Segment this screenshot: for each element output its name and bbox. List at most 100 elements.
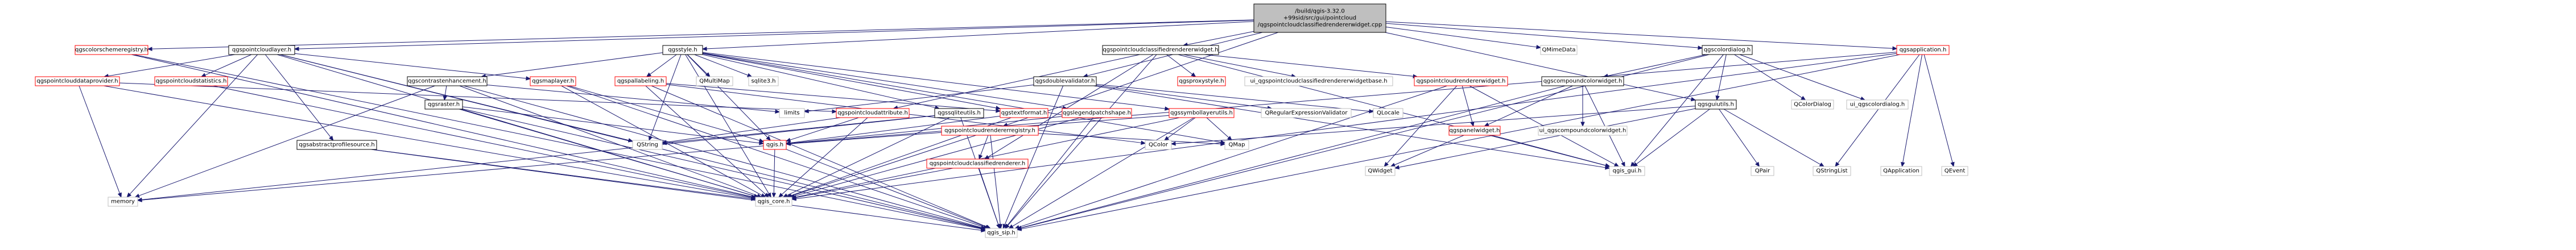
edge-qgspointcloudclassifiedrenderer-to-qgis_sip [979,168,1001,230]
node-label: qgssymbollayerutils.h [1170,110,1233,116]
node-box [1414,76,1508,86]
node-qapplication: QApplication [1880,166,1922,176]
node-qgsapplication[interactable]: qgsapplication.h [1896,45,1950,55]
node-label: ui_qgscompoundcolorwidget.h [1539,128,1626,134]
node-label: memory [111,199,135,205]
node-qgscolorschemeregistry[interactable]: qgscolorschemeregistry.h [75,45,148,55]
node-label: qgscolorschemeregistry.h [75,47,148,53]
edge-qgscolordialog-to-qgsguiutils [1715,54,1727,101]
node-box [1244,76,1393,86]
node-qgsdoublevalidator[interactable]: qgsdoublevalidator.h [1033,76,1097,86]
node-qcolor: QColor [1145,140,1172,150]
edge-qgsguiutils-to-qgis_gui [1632,109,1710,167]
node-qgspointcloudclassifiedrenderer[interactable]: qgspointcloudclassifiedrenderer.h [926,159,1029,169]
node-box [779,108,805,118]
node-label: QEvent [1945,168,1966,174]
edge-qgssymbollayerutils-to-qgis_sip [1008,117,1194,229]
node-label: QWidget [1368,168,1392,174]
node-box [662,45,703,55]
dependency-nodes: /build/qgis-3.32.0+99sid/src/gui/pointcl… [35,3,1968,238]
node-box [75,45,148,55]
node-qgis[interactable]: qgis.h [763,140,787,150]
node-box [424,99,463,110]
node-label: QColor [1149,142,1169,148]
node-box [1702,45,1753,55]
node-box [632,140,663,150]
node-qcolordialog: QColorDialog [1791,99,1834,110]
edge-qgspointcloudattribute-to-qgis_core [778,117,868,198]
node-box [1448,126,1501,136]
node-box [926,159,1029,169]
node-qgsraster[interactable]: qgsraster.h [424,99,463,110]
node-qgspointcloudattribute[interactable]: qgspointcloudattribute.h [836,108,910,118]
node-qgsguiutils[interactable]: qgsguiutils.h [1695,99,1737,110]
node-label: qgis.h [766,142,783,148]
edge-qgsstyle-to-qgssymbollayerutils [702,52,1170,111]
node-box [1941,166,1968,176]
node-label: qgsguiutils.h [1698,102,1734,108]
edge-qgscontrastenhancement-to-memory [134,85,435,198]
edge-qgscolordialog-to-qcolordialog [1734,54,1806,101]
node-qgspointcloudlayer[interactable]: qgspointcloudlayer.h [228,45,295,55]
edge-qgsstyle-to-qstring [649,54,682,141]
node-qgspallabeling[interactable]: qgspallabeling.h [614,76,667,86]
node-box [1538,126,1628,136]
node-qgspointcloudrendererregistry[interactable]: qgspointcloudrendererregistry.h [941,126,1039,136]
node-label: qgssqliteutils.h [938,110,981,116]
node-box [1695,99,1737,110]
node-label: QMimeData [1542,47,1575,53]
node-box [1261,108,1352,118]
edge-qgspointcloudrendererregistry-to-qmap [1038,133,1226,147]
node-label: QMap [1229,142,1245,148]
node-label: qgis_core.h [758,199,790,205]
node-sqlite3: sqlite3.h [748,76,779,86]
node-box [1365,166,1396,176]
edge-qgspointcloudlayer-to-qgsmaplayer [294,53,531,81]
node-qgstextformat[interactable]: qgstextformat.h [1000,108,1048,118]
node-qgis-gui: qgis_gui.h [1609,166,1645,176]
node-label: qgsapplication.h [1900,47,1947,53]
node-box [696,76,733,86]
edge-qgscompoundcolorwidget-to-qgspanelwidget [1484,85,1573,127]
node-qstring: QString [632,140,663,150]
edge-qgssqliteutils-to-qgis_core [782,117,950,198]
node-qgscolordialog[interactable]: qgscolordialog.h [1702,45,1753,55]
node-box [228,45,295,55]
edge-qgsstyle-to-qgspallabeling [646,54,677,77]
node-qgspointcloudrendererwidget[interactable]: qgspointcloudrendererwidget.h [1414,76,1508,86]
edge-qgsdoublevalidator-to-qgis_sip [1002,85,1064,230]
node-qgscompoundcolorwidget[interactable]: qgscompoundcolorwidget.h [1541,76,1624,86]
node-qgspointcloudclassifiedrendererwidget[interactable]: qgspointcloudclassifiedrendererwidget.h [1102,45,1219,55]
node-qgsstyle[interactable]: qgsstyle.h [662,45,703,55]
node-qgsproxystyle[interactable]: qgsproxystyle.h [1177,76,1226,86]
node-label: qgsmaplayer.h [532,78,574,85]
node-box [614,76,667,86]
node-qgspanelwidget[interactable]: qgspanelwidget.h [1448,126,1501,136]
node-qgslegendpatchshape[interactable]: qgslegendpatchshape.h [1062,108,1132,118]
node-label: +99sid/src/gui/pointcloud [1283,15,1356,22]
edge-qgspointcloudclassifiedrendererwidget-to-qgspointcloudrendererwidget [1204,54,1418,78]
edge-qgis-to-qgis_sip [786,149,990,229]
node-box [154,76,228,86]
edge-qgsstyle-to-qgssqliteutils [702,54,940,110]
node-label: /build/qgis-3.32.0 [1295,9,1344,15]
node-qgspointclouddataprovider[interactable]: qgspointclouddataprovider.h [35,76,120,86]
edge-qgsstyle-to-qgis_core [685,54,771,198]
node-box [1896,45,1950,55]
node-box [530,76,576,86]
edge-qgspallabeling-to-qgstextformat [666,83,1001,113]
node-qmultimap: QMultiMap [696,76,733,86]
node-qgsmaplayer[interactable]: qgsmaplayer.h [530,76,576,86]
edge-qgsdoublevalidator-to-qlocale [1096,84,1374,114]
node-qmimedata: QMimeData [1540,45,1578,55]
edge-qgscolordialog-to-qgscompoundcolorwidget [1603,54,1707,78]
node-qgsabstractprofilesource[interactable]: qgsabstractprofilesource.h [296,140,377,150]
node-qgscontrastenhancement[interactable]: qgscontrastenhancement.h [407,76,488,86]
edge-root-to-qgsapplication [1385,21,1898,51]
node-box [35,76,120,86]
edge-root-to-qgsguiutils [1385,32,1696,102]
node-qgssymbollayerutils[interactable]: qgssymbollayerutils.h [1169,108,1235,118]
node-qgssqliteutils[interactable]: qgssqliteutils.h [934,108,984,118]
node-qgspointcloudstatistics[interactable]: qgspointcloudstatistics.h [154,76,228,86]
edge-qgspointcloudattribute-to-qstring [661,117,841,144]
